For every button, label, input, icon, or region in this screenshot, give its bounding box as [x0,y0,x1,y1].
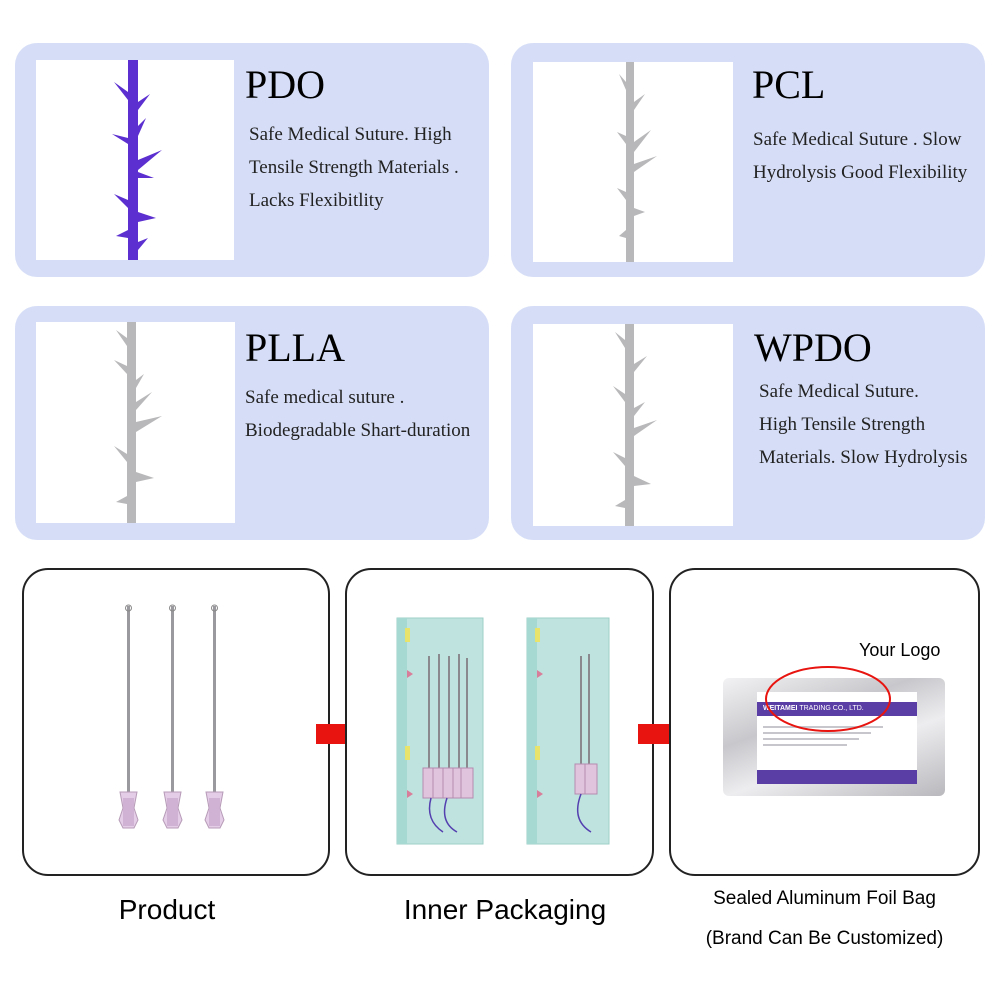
foil-bag-image: WEITAMEI TRADING CO., LTD. [723,678,945,796]
foil-label: WEITAMEI TRADING CO., LTD. [757,692,917,784]
plla-desc-line: Safe medical suture . [245,387,405,408]
product-cannulas-image [118,604,225,829]
foil-brand: WEITAMEI [763,705,798,712]
your-logo-label: Your Logo [859,640,941,660]
wpdo-desc-line: High Tensile Strength [759,414,926,435]
foil-bag-box: WEITAMEI TRADING CO., LTD. Your Logo [669,568,980,876]
foil-bag-label: Sealed Aluminum Foil Bag [713,888,936,909]
foil-text-lines [763,726,883,746]
wpdo-thread-image [533,324,733,526]
logo-callout-ellipse [765,666,891,732]
plla-description: Safe medical suture . Biodegradable Shar… [245,381,470,447]
inner-packaging-image [396,617,610,845]
wpdo-card: WPDO Safe Medical Suture. High Tensile S… [511,306,985,540]
pdo-desc-line: Tensile Strength Materials . [249,157,459,178]
pdo-card: PDO Safe Medical Suture. High Tensile St… [15,43,489,277]
pcl-desc-line: Hydrolysis Good Flexibility [753,162,968,183]
pcl-thread-image [533,62,733,262]
wpdo-desc-line: Safe Medical Suture. [759,381,919,402]
pcl-desc-line: Safe Medical Suture . Slow [753,129,962,150]
foil-footer [757,770,917,784]
wpdo-title: WPDO [754,325,872,370]
customization-note: (Brand Can Be Customized) [705,928,944,949]
inner-packaging-box [345,568,654,876]
product-box [22,568,330,876]
plla-card: PLLA Safe medical suture . Biodegradable… [15,306,489,540]
wpdo-description: Safe Medical Suture. High Tensile Streng… [759,375,967,474]
foil-trading: TRADING CO., LTD. [799,705,864,712]
wpdo-desc-line: Materials. Slow Hydrolysis [759,447,968,468]
inner-packaging-label: Inner Packaging [403,894,607,925]
pdo-desc-line: Safe Medical Suture. High [249,124,452,145]
foil-header: WEITAMEI TRADING CO., LTD. [757,702,917,716]
pcl-title: PCL [752,62,826,107]
pdo-title: PDO [245,62,326,107]
plla-thread-image [36,322,235,523]
product-label: Product [118,894,216,925]
pdo-thread-image [36,60,234,260]
plla-title: PLLA [245,325,345,370]
pdo-description: Safe Medical Suture. High Tensile Streng… [249,118,459,217]
pcl-card: PCL Safe Medical Suture . Slow Hydrolysi… [511,43,985,277]
plla-desc-line: Biodegradable Shart-duration [245,420,471,441]
pcl-description: Safe Medical Suture . Slow Hydrolysis Go… [753,123,967,189]
pdo-desc-line: Lacks Flexibitlity [249,190,384,211]
